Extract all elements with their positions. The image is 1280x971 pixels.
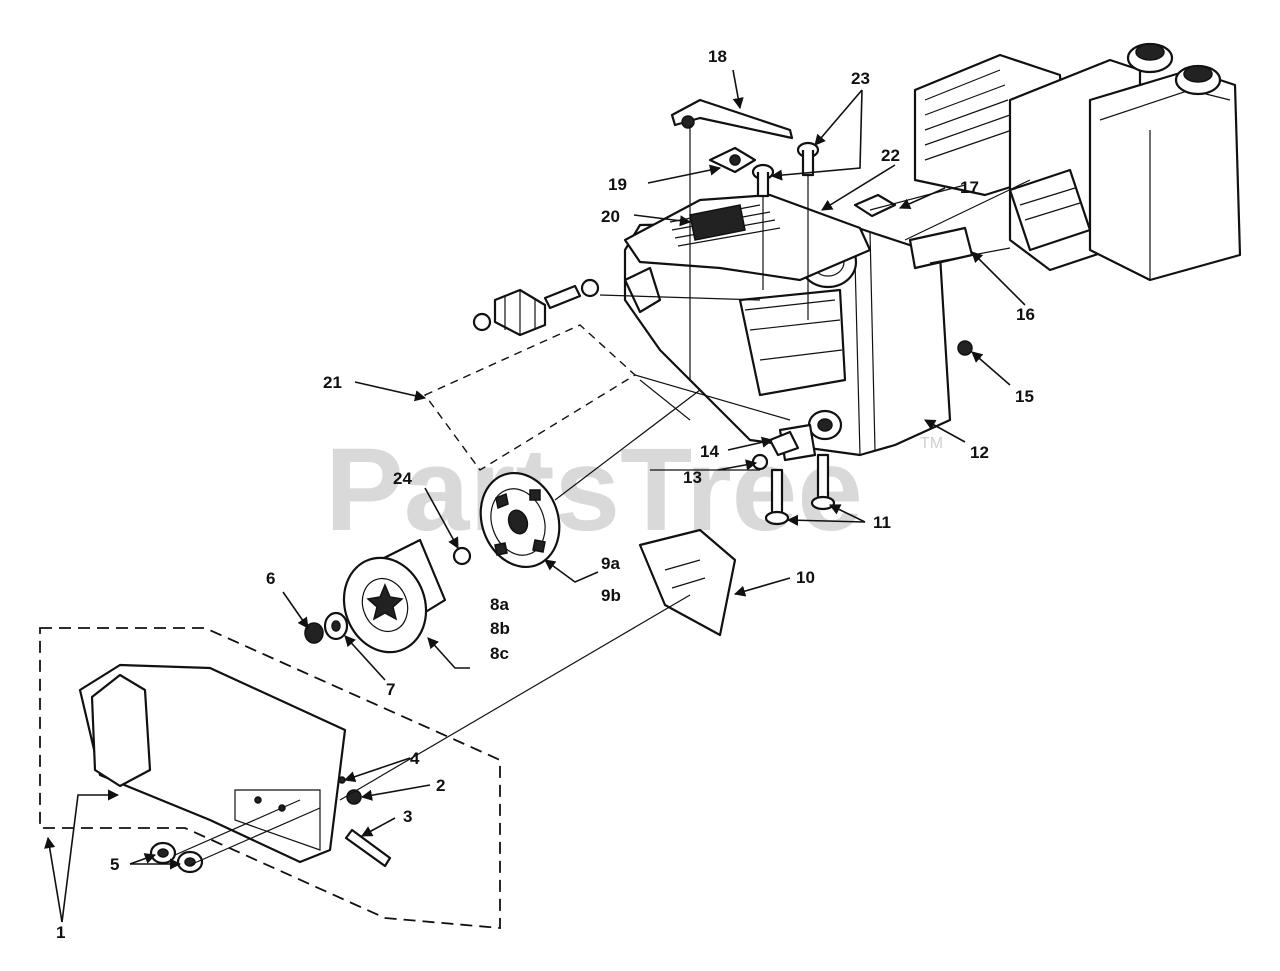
part-4 — [338, 776, 346, 784]
callout-labels: 1 2 3 4 5 6 7 8a 8b 8c 9a 9b 10 11 12 13… — [56, 47, 1035, 942]
callout-17: 17 — [960, 178, 979, 197]
callout-15: 15 — [1015, 387, 1034, 406]
part-24 — [452, 546, 472, 566]
callout-5: 5 — [110, 855, 119, 874]
callout-9b: 9b — [601, 586, 621, 605]
callout-18: 18 — [708, 47, 727, 66]
callout-22: 22 — [881, 146, 900, 165]
callout-13: 13 — [683, 468, 702, 487]
part-3 — [344, 828, 392, 868]
callout-20: 20 — [601, 207, 620, 226]
engine-assembly — [913, 42, 1242, 282]
part-23 — [751, 141, 820, 198]
callout-8c: 8c — [490, 644, 509, 663]
callout-6: 6 — [266, 569, 275, 588]
callout-8b: 8b — [490, 619, 510, 638]
callout-19: 19 — [608, 175, 627, 194]
part-16 — [908, 226, 974, 270]
leader-lines — [44, 69, 1026, 923]
callout-14: 14 — [700, 442, 719, 461]
part-7 — [323, 611, 349, 641]
callout-9a: 9a — [601, 554, 620, 573]
part-1-cover — [39, 627, 501, 929]
part-9-clutch — [479, 471, 561, 569]
part-8-drum — [342, 538, 447, 654]
callout-12: 12 — [970, 443, 989, 462]
callout-21: 21 — [323, 373, 342, 392]
part-10 — [638, 528, 737, 637]
part-17 — [853, 193, 897, 218]
callout-8a: 8a — [490, 595, 509, 614]
callout-23: 23 — [851, 69, 870, 88]
callout-16: 16 — [1016, 305, 1035, 324]
part-21 — [423, 278, 637, 471]
part-6 — [304, 622, 324, 644]
watermark-tm: TM — [920, 435, 943, 452]
callout-3: 3 — [403, 807, 412, 826]
part-11 — [764, 453, 836, 526]
callout-4: 4 — [410, 749, 420, 768]
callout-2: 2 — [436, 776, 445, 795]
callout-24: 24 — [393, 469, 412, 488]
part-19 — [708, 146, 757, 174]
assembly-lines — [174, 125, 1031, 866]
callout-11: 11 — [873, 513, 891, 532]
part-15 — [957, 340, 973, 356]
callout-10: 10 — [796, 568, 815, 587]
callout-1: 1 — [56, 923, 65, 942]
part-5 — [149, 841, 204, 874]
callout-7: 7 — [386, 680, 395, 699]
part-18 — [670, 98, 794, 140]
